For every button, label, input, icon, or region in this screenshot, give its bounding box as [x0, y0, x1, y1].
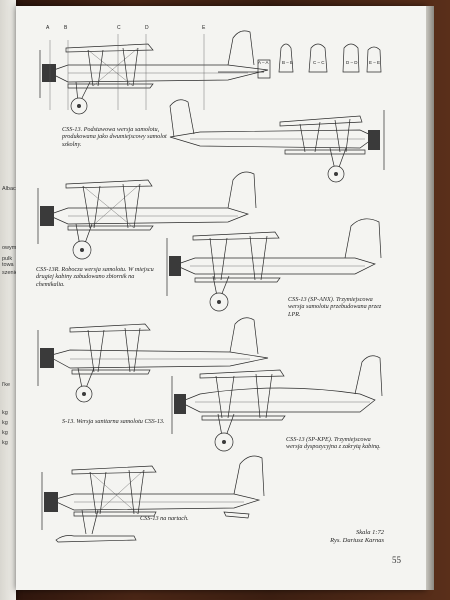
left-page-fragment: kg: [2, 430, 8, 436]
caption-s13: S-13. Wersja sanitarna samolotu CSS-13.: [62, 418, 165, 425]
caption-css13r: CSS-13R. Robocza wersja samolotu. W miej…: [36, 266, 154, 288]
author-note: Rys. Dariusz Karnas: [330, 537, 384, 544]
page-stack-edge: [426, 6, 434, 590]
station-letter: A: [46, 25, 50, 31]
drawing-css13r: [37, 171, 257, 260]
left-page-fragment: kg: [2, 440, 8, 446]
caption-sp-kpe: CSS-13 (SP-KPE). Trzymiejscowa wersja dy…: [286, 436, 381, 451]
drawing-s13: [37, 317, 269, 403]
left-page-fragment: kg: [2, 420, 8, 426]
section-label: E – E: [369, 60, 380, 65]
drawing-sp-kpe: [171, 355, 383, 452]
page-number: 55: [392, 555, 401, 565]
left-page-fragment: owym,: [2, 245, 18, 251]
left-page-fragment: l'ke: [2, 382, 11, 388]
station-letter: E: [202, 25, 206, 31]
left-page-fragment: pulk: [2, 256, 13, 262]
scale-note: Skala 1:72: [356, 529, 384, 536]
drawing-sp-anx: [166, 218, 382, 312]
caption-narty: CSS-13 na nartach.: [140, 515, 189, 522]
station-letter: D: [145, 25, 149, 31]
left-page-fragment: towa: [2, 262, 14, 268]
drawing-right-biplane-1: [169, 99, 385, 183]
station-letter: B: [64, 25, 68, 31]
left-page-fragment: kg: [2, 410, 8, 416]
caption-css13: CSS-13. Podstawowa wersja samolotu, prod…: [62, 126, 167, 148]
left-page-edge: Albach owym, pulk towa szenie l'ke kg kg…: [0, 0, 19, 600]
drawing-css13-skis: [41, 455, 265, 543]
section-label: C – C: [313, 60, 325, 65]
section-label: D – D: [346, 60, 358, 65]
caption-sp-anx: CSS-13 (SP-ANX). Trzymiejscowa wersja sa…: [288, 296, 382, 318]
section-label: A – A: [258, 60, 269, 65]
station-letter: C: [117, 25, 121, 31]
left-page-fragment: szenie: [2, 270, 18, 276]
section-label: B – B: [282, 60, 293, 65]
left-page-fragment: Albach: [2, 186, 19, 192]
drawing-css13-sideview: A – A B – B C – C D – D E – E: [39, 30, 382, 115]
